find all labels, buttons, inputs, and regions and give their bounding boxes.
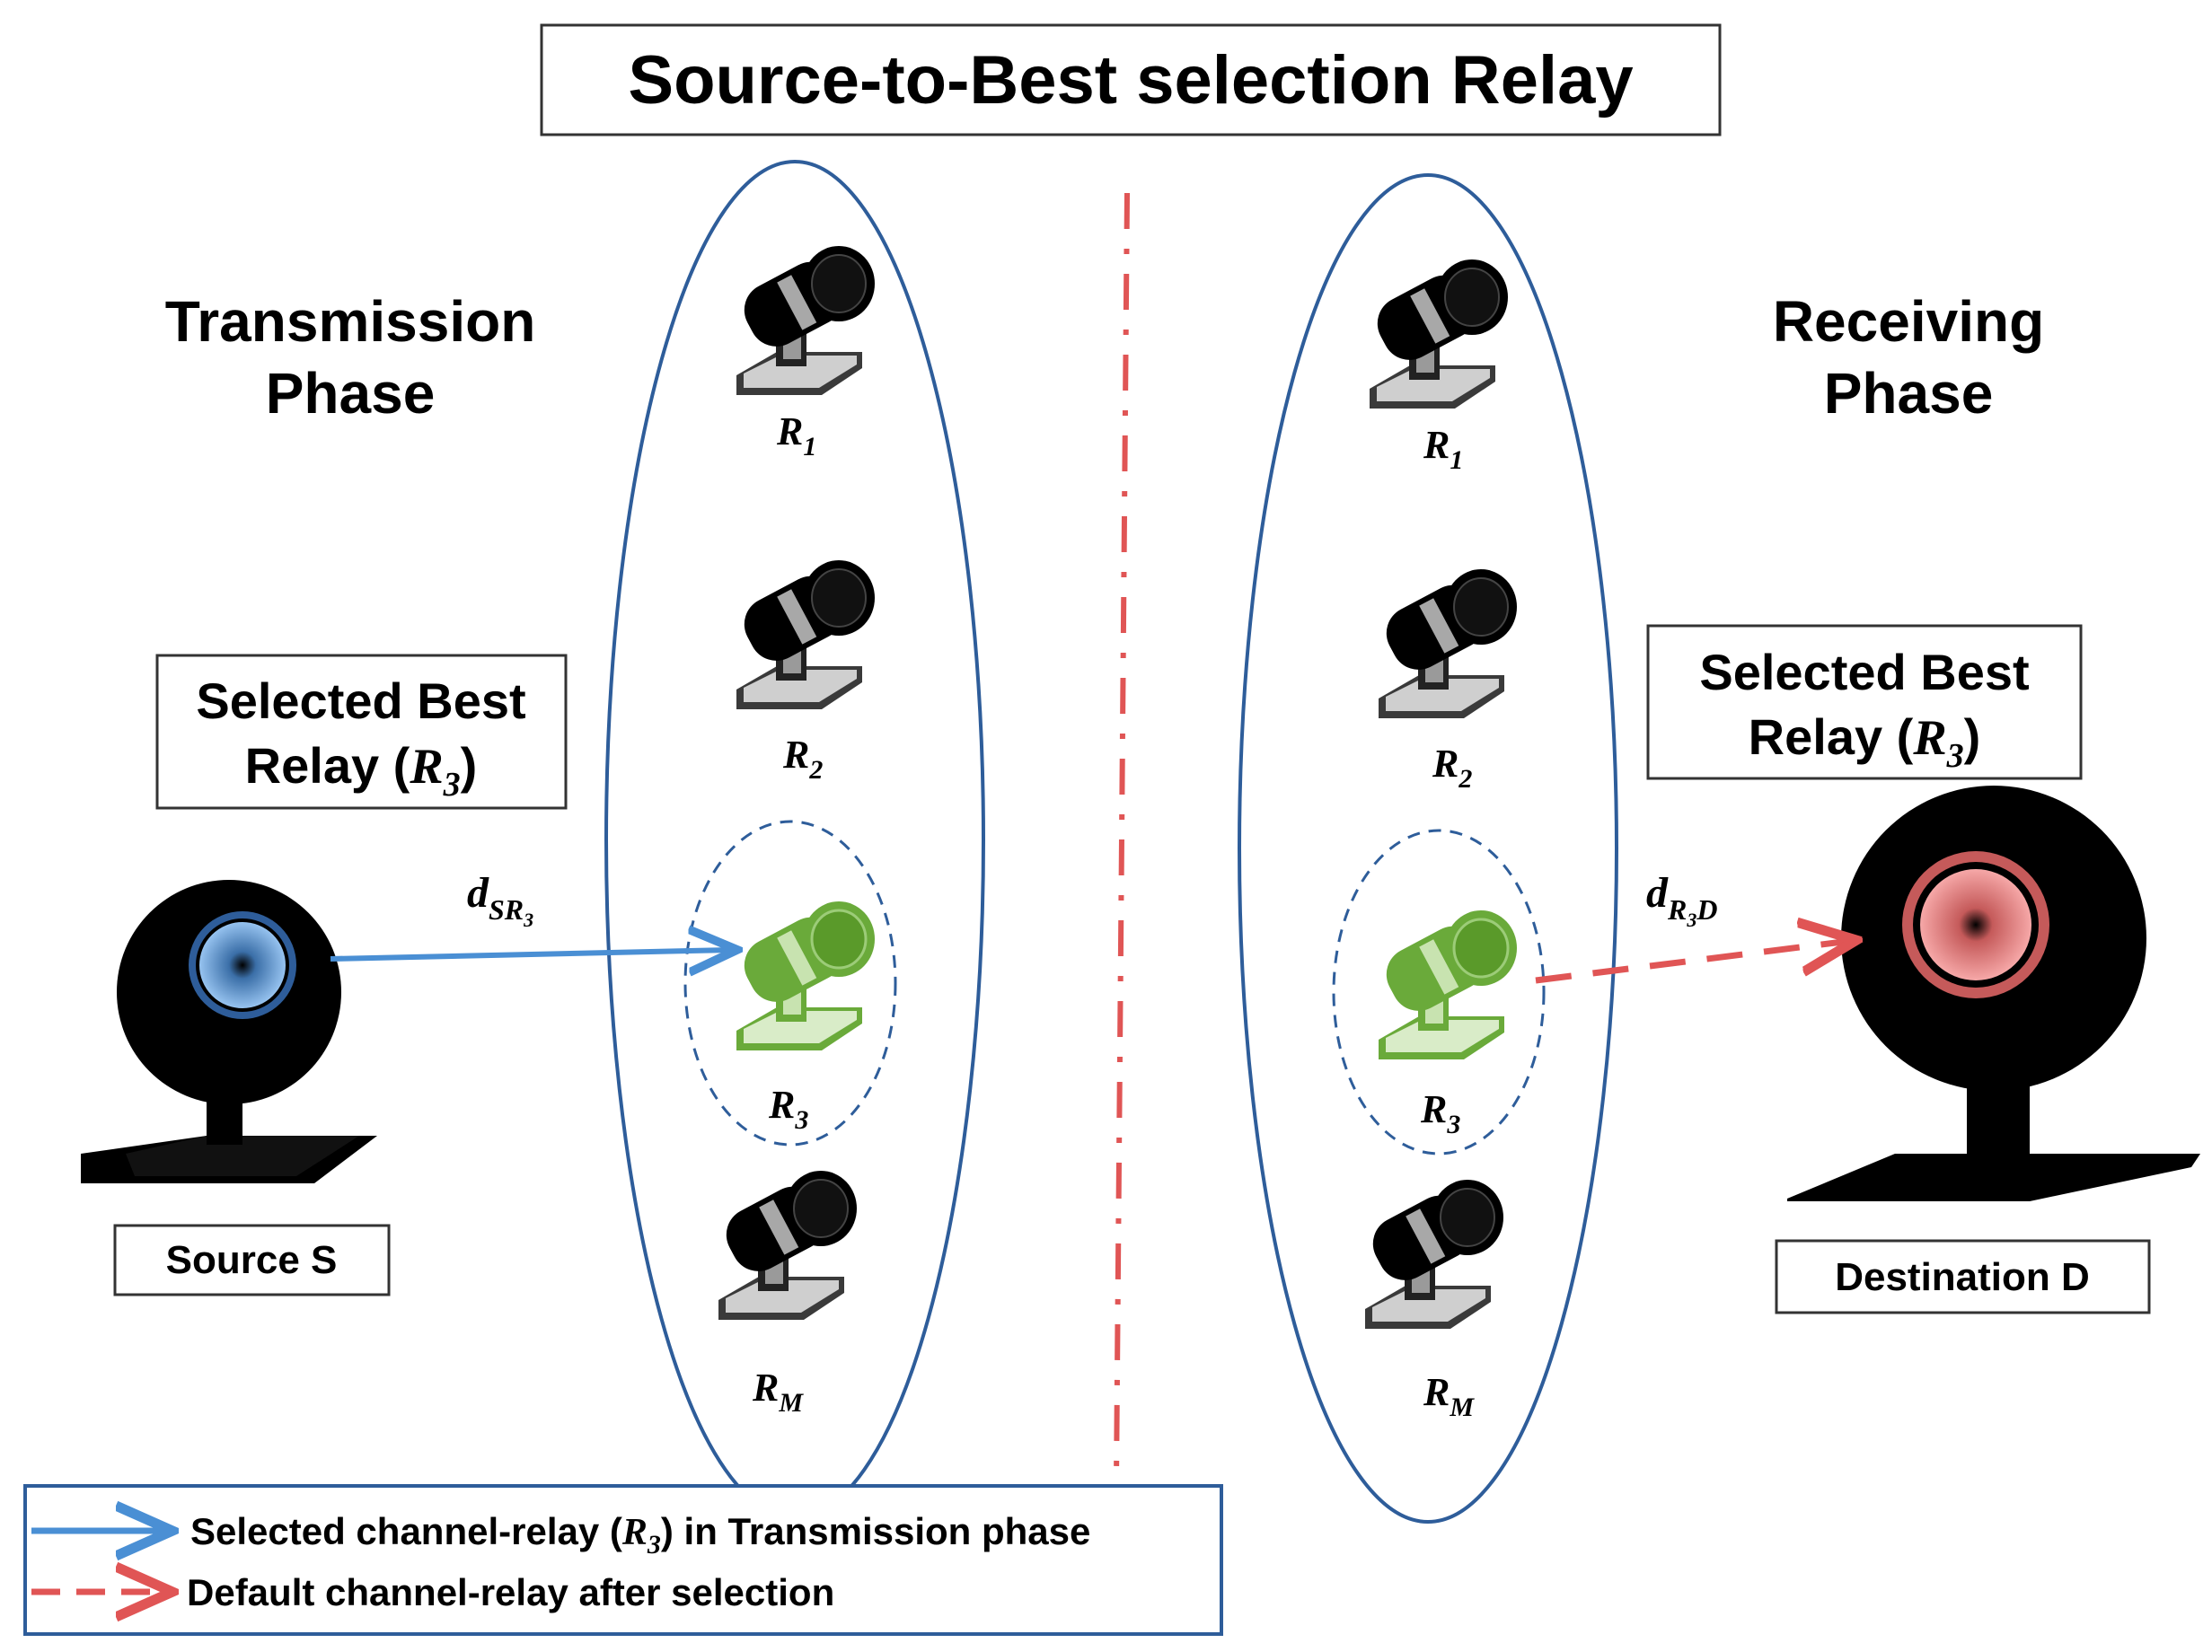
relay-telescope-icon — [734, 245, 876, 396]
selected-relay-box-right-line1: Selected Best — [1699, 644, 2029, 700]
relay-label-r2: R2 — [1432, 742, 1472, 794]
receiving-phase-label-line1: Receiving — [1773, 289, 2044, 354]
diagram-title: Source-to-Best selection Relay — [628, 42, 1633, 119]
selected-relay-telescope-icon — [1375, 909, 1519, 1061]
transmission-phase-label-line1: Transmission — [165, 289, 536, 354]
link-label-r3d: dR3D — [1646, 869, 1717, 931]
legend-dashed-label: Default channel-relay after selection — [187, 1571, 834, 1613]
selected-relay-telescope-icon — [733, 900, 877, 1052]
relay-to-destination-link — [1535, 941, 1850, 984]
relay-label-r2: R2 — [782, 733, 823, 785]
selected-relay-box-left-line2: Relay (R3) — [245, 737, 478, 804]
receiving-selected-relay-ring — [1332, 829, 1546, 1156]
selected-relay-box-left-line1: Selected Best — [196, 672, 525, 729]
relay-label-r1: R1 — [1423, 423, 1463, 475]
phase-divider — [1114, 192, 1130, 1482]
transmission-selected-relay-ring — [683, 820, 897, 1147]
transmission-phase-label-line2: Phase — [266, 361, 436, 426]
relay-telescope-icon — [1362, 1179, 1504, 1330]
relay-telescope-icon — [1367, 259, 1509, 409]
relay-label-r1: R1 — [776, 409, 816, 461]
relay-label-rm: RM — [752, 1366, 804, 1418]
link-label-sr3: dSR3 — [467, 869, 533, 931]
source-to-relay-link — [330, 950, 732, 959]
relay-telescope-icon — [1376, 568, 1518, 719]
receiving-relay-group — [1238, 173, 1618, 1524]
relay-label-r3: R3 — [768, 1083, 808, 1135]
relay-telescope-icon — [734, 559, 876, 710]
legend-solid-label: Selected channel-relay (R3) in Transmiss… — [190, 1510, 1090, 1560]
source-node-icon — [81, 880, 377, 1183]
selected-relay-box-right — [1646, 624, 2083, 780]
destination-label: Destination D — [1835, 1255, 2090, 1299]
source-label: Source S — [166, 1238, 338, 1282]
source-label-box — [113, 1224, 391, 1296]
selected-relay-box-left — [155, 654, 568, 810]
relay-telescope-icon — [716, 1170, 858, 1321]
selected-relay-box-right-line2: Relay (R3) — [1749, 708, 1981, 775]
destination-label-box — [1775, 1239, 2151, 1314]
legend-box — [23, 1484, 1223, 1636]
receiving-phase-label-line2: Phase — [1824, 361, 1994, 426]
title-box — [540, 23, 1722, 136]
destination-node-icon — [1787, 786, 2200, 1201]
relay-label-r3: R3 — [1420, 1087, 1460, 1139]
relay-label-rm: RM — [1423, 1370, 1475, 1422]
